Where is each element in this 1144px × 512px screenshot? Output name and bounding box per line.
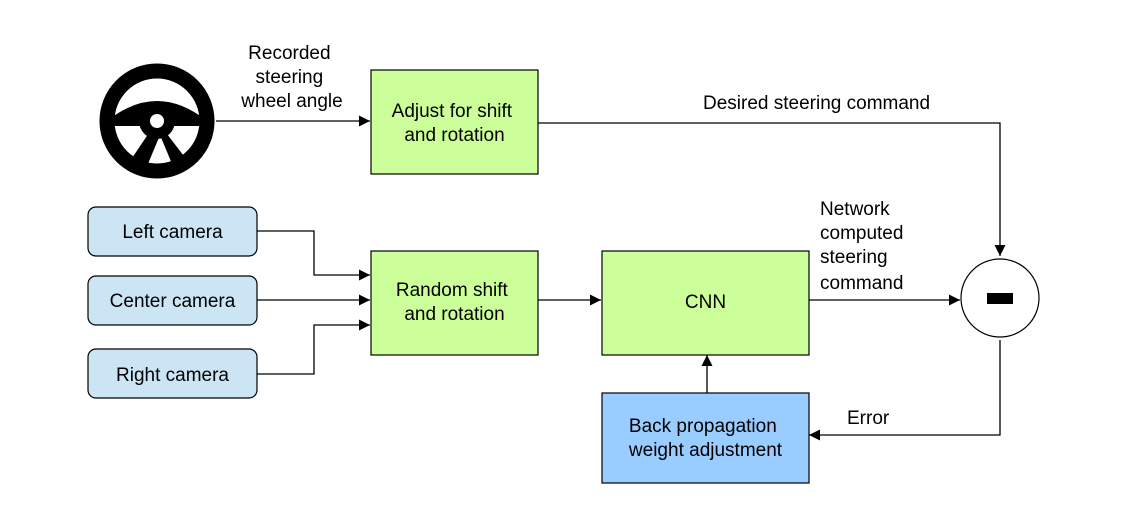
steering-wheel-icon [99,63,215,179]
right-camera-arrow [257,319,370,375]
recorded-steering-label: Recorded steering wheel angle [240,43,342,112]
cnn-block: CNN [601,250,810,356]
random-shift-label: Random shift and rotation [396,280,513,325]
error-label: Error [847,408,890,429]
center-camera-label: Center camera [110,291,236,312]
adjust-block-label: Adjust for shift and rotation [392,101,518,146]
random-shift-rotation-block: Random shift and rotation [370,250,539,356]
backprop-label: Back propagation weight adjustment [628,416,783,461]
left-camera-label: Left camera [122,222,223,243]
backprop-block: Back propagation weight adjustment [601,392,810,484]
left-camera-arrow [257,230,370,281]
center-camera-block: Center camera [87,275,258,326]
cnn-label: CNN [685,292,726,313]
subtractor-node [960,258,1040,338]
network-command-label: Network computed steering command [820,199,909,294]
left-camera-block: Left camera [87,206,258,257]
desired-command-line [538,122,1006,256]
right-camera-label: Right camera [116,365,229,386]
desired-command-label: Desired steering command [703,93,930,114]
error-feedback-line [809,340,1001,441]
minus-icon [987,293,1013,304]
adjust-shift-rotation-block: Adjust for shift and rotation [370,69,539,175]
right-camera-block: Right camera [87,348,258,399]
